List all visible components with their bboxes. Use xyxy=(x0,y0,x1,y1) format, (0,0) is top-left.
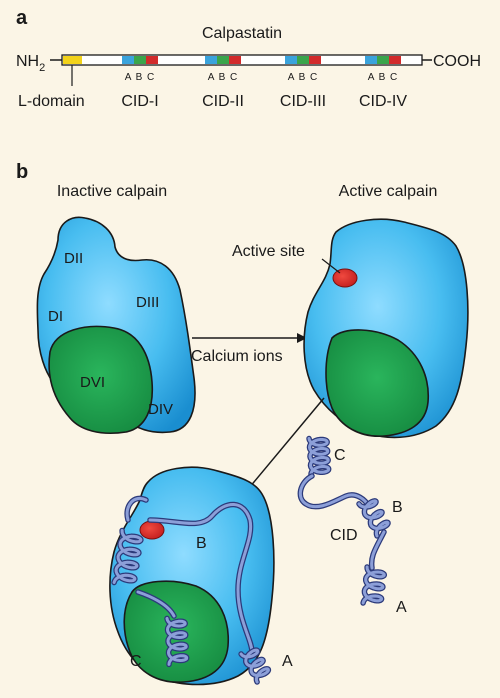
complex-helix-a-label: A xyxy=(282,653,293,670)
active-calpain-title: Active calpain xyxy=(339,183,438,200)
cid-4-subdomain-c xyxy=(389,56,401,64)
active-site-label: Active site xyxy=(232,243,305,260)
cid-4-subdomain-a xyxy=(365,56,377,64)
complex-helix-c-label: C xyxy=(130,653,142,670)
cid-1-subdomain-b xyxy=(134,56,146,64)
calpastatin-bar xyxy=(61,54,423,66)
complex-linker-c xyxy=(136,590,176,618)
free-cid-label: CID xyxy=(330,527,358,544)
cid-1-subdomain-a xyxy=(122,56,134,64)
cid-3-label: CID-III xyxy=(280,93,326,110)
c-terminus-label: COOH xyxy=(433,53,481,70)
cid-1-subdomain-c xyxy=(146,56,158,64)
domain-div-label: DIV xyxy=(148,401,173,418)
cid-1-label: CID-I xyxy=(121,93,158,110)
cid-3-subdomain-a xyxy=(285,56,297,64)
cid-1-subdomains: A B C xyxy=(125,72,156,83)
calcium-ions-label: Calcium ions xyxy=(191,348,283,365)
n-terminus-label: NH2 xyxy=(16,53,45,74)
complex-helix-c-upper xyxy=(112,529,143,584)
inactive-calpain-green-domain xyxy=(48,325,154,434)
calpain-calpastatin-complex: B C A xyxy=(109,466,293,686)
cid-4-subdomain-b xyxy=(377,56,389,64)
free-cid-helix-c xyxy=(307,437,331,476)
complex-helix-b-label: B xyxy=(196,535,207,552)
cid-2-subdomain-a xyxy=(205,56,217,64)
free-cid-helix-b-label: B xyxy=(392,499,403,516)
complex-helix-a xyxy=(239,648,270,684)
cid-2-subdomain-c xyxy=(229,56,241,64)
active-site-pointer xyxy=(321,258,341,274)
domain-diii-label: DIII xyxy=(136,294,159,311)
free-cid: C B CID A xyxy=(297,435,407,616)
free-cid-linker-2 xyxy=(370,530,386,570)
panel-a-letter: a xyxy=(16,7,28,29)
inactive-calpain: DII DI DIII DVI DIV xyxy=(36,216,196,434)
panel-b-letter: b xyxy=(16,161,28,183)
domain-di-label: DI xyxy=(48,308,63,325)
free-cid-helix-b xyxy=(357,499,390,538)
active-site-marker xyxy=(332,268,358,288)
cid-3-subdomains: A B C xyxy=(288,72,319,83)
cid-2-subdomain-b xyxy=(217,56,229,64)
calpastatin-title: Calpastatin xyxy=(202,25,282,42)
free-cid-helix-c-label: C xyxy=(334,447,346,464)
complex-active-site xyxy=(139,520,165,540)
domain-dii-label: DII xyxy=(64,250,83,267)
inactive-calpain-title: Inactive calpain xyxy=(57,183,167,200)
cid-2-label: CID-II xyxy=(202,93,244,110)
free-cid-linker-1 xyxy=(298,474,370,509)
binding-arrow xyxy=(243,397,325,495)
active-calpain-green-domain xyxy=(325,329,430,437)
l-domain-segment xyxy=(63,56,82,64)
active-calpain: Active site xyxy=(232,218,469,439)
complex-linker-start xyxy=(125,497,148,522)
cid-3-subdomain-c xyxy=(309,56,321,64)
domain-dvi-label: DVI xyxy=(80,374,105,391)
complex-helix-c xyxy=(165,616,189,666)
cid-4-label: CID-IV xyxy=(359,93,407,110)
free-cid-helix-a-label: A xyxy=(396,599,407,616)
l-domain-label: L-domain xyxy=(18,93,85,110)
cid-4-subdomains: A B C xyxy=(368,72,399,83)
free-cid-helix-a xyxy=(361,565,386,605)
complex-linker-b xyxy=(148,503,254,654)
cid-3-subdomain-b xyxy=(297,56,309,64)
cid-2-subdomains: A B C xyxy=(208,72,239,83)
